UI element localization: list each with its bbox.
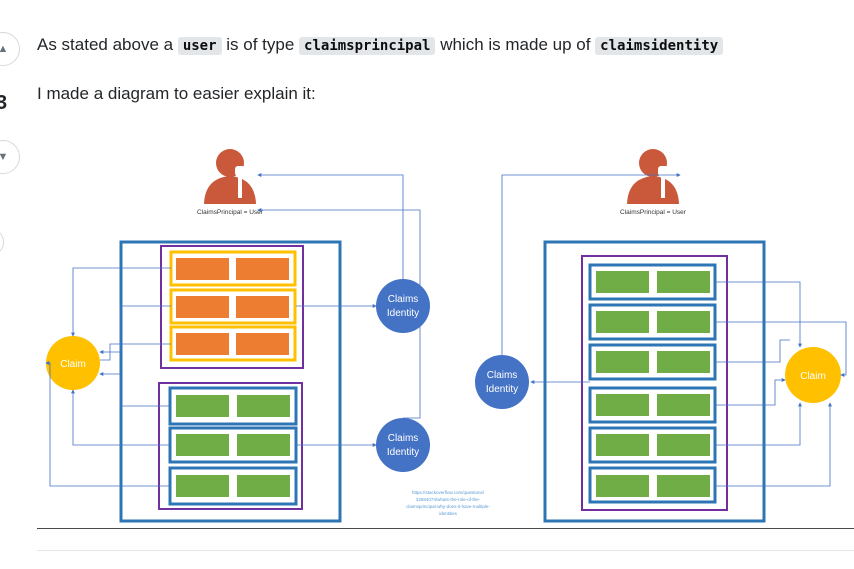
answer-paragraph-2: I made a diagram to easier explain it: — [37, 84, 316, 103]
answer-paragraph-1: As stated above a user is of type claims… — [37, 33, 724, 58]
left-identity-green — [168, 386, 298, 506]
code-user: user — [177, 37, 222, 55]
source-line: https://stackoverflow.com/questions/ — [412, 490, 485, 495]
right-person-icon — [627, 149, 679, 204]
left-outer-box — [119, 240, 342, 523]
right-identity-node: Claims Identity — [475, 355, 529, 409]
identity-label-line2: Identity — [387, 447, 419, 458]
comments-divider — [37, 550, 854, 551]
right-claim-node: Claim — [785, 347, 841, 403]
left-person-icon — [204, 149, 256, 204]
left-identity-node-top: Claims Identity — [376, 279, 430, 333]
identity-label-line1: Claims — [388, 294, 419, 305]
left-identity-node-bottom: Claims Identity — [376, 418, 430, 472]
right-purple-group — [581, 255, 728, 511]
source-line: claimsprincipal-why-does-it-have-multipl… — [406, 504, 490, 509]
right-identity-green — [588, 263, 717, 504]
left-purple-group-top — [160, 245, 304, 369]
left-connectors — [45, 173, 421, 487]
left-claim-label: Claim — [60, 359, 86, 370]
right-claim-label: Claim — [800, 371, 826, 382]
text-segment: As stated above a — [37, 35, 178, 54]
left-principal-label: ClaimsPrincipal = User — [197, 209, 264, 216]
source-line: 32584074/whats-the-role-of-the- — [416, 497, 481, 502]
source-credit: https://stackoverflow.com/questions/ 325… — [406, 490, 490, 516]
left-claim-node: Claim — [46, 336, 100, 390]
right-principal-label: ClaimsPrincipal = User — [620, 209, 687, 216]
identity-label-line1: Claims — [487, 370, 518, 381]
identity-label-line2: Identity — [387, 308, 419, 319]
left-purple-group-bottom — [158, 382, 303, 510]
text-segment: which is made up of — [435, 35, 596, 54]
vote-count: 3 — [0, 92, 8, 114]
identity-label-line2: Identity — [486, 384, 518, 395]
left-identity-orange — [169, 250, 297, 362]
source-line: identities — [439, 511, 458, 516]
right-connectors — [501, 173, 847, 487]
code-claimsidentity: claimsidentity — [595, 37, 724, 55]
text-segment: is of type — [221, 35, 300, 54]
chevron-down-icon: ▼ — [0, 151, 9, 163]
code-claimsprincipal: claimsprincipal — [299, 37, 436, 55]
section-divider — [37, 528, 854, 529]
chevron-up-icon: ▲ — [0, 43, 9, 55]
right-outer-box — [543, 240, 766, 523]
identity-label-line1: Claims — [388, 433, 419, 444]
